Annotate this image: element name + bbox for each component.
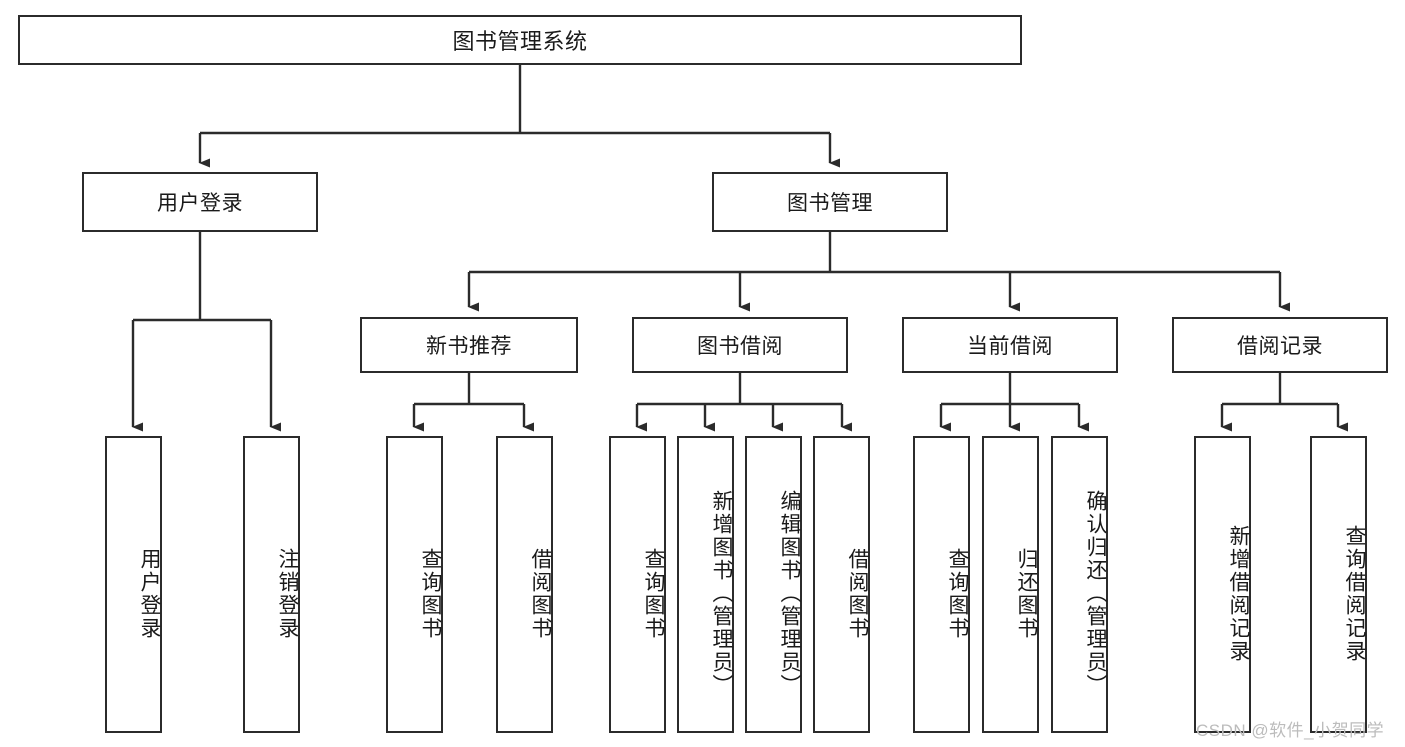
leaf-current-return-book[interactable]: 归还图书	[982, 436, 1039, 733]
leaf-label: 新增借阅记录	[1227, 524, 1250, 663]
leaf-label: 借阅图书	[846, 547, 869, 640]
node-new-book-recommend[interactable]: 新书推荐	[360, 317, 578, 373]
leaf-new-book-borrow[interactable]: 借阅图书	[496, 436, 553, 733]
leaf-label: 查询图书	[642, 547, 665, 640]
leaf-current-confirm-return[interactable]: 确认归还（管理员）	[1051, 436, 1108, 733]
leaf-new-book-query[interactable]: 查询图书	[386, 436, 443, 733]
leaf-label: 归还图书	[1015, 547, 1038, 640]
leaf-label: 注销登录	[276, 547, 299, 640]
leaf-label: 查询借阅记录	[1343, 524, 1366, 663]
leaf-record-query[interactable]: 查询借阅记录	[1310, 436, 1367, 733]
node-root[interactable]: 图书管理系统	[18, 15, 1022, 65]
leaf-borrow-add-book[interactable]: 新增图书（管理员）	[677, 436, 734, 733]
node-book-management[interactable]: 图书管理	[712, 172, 948, 232]
leaf-borrow-query-book[interactable]: 查询图书	[609, 436, 666, 733]
leaf-current-query-book[interactable]: 查询图书	[913, 436, 970, 733]
node-current-borrow[interactable]: 当前借阅	[902, 317, 1118, 373]
leaf-user-login-signin[interactable]: 用户登录	[105, 436, 162, 733]
leaf-label: 确认归还（管理员）	[1084, 490, 1107, 697]
node-user-login[interactable]: 用户登录	[82, 172, 318, 232]
leaf-label: 查询图书	[419, 547, 442, 640]
leaf-user-login-signout[interactable]: 注销登录	[243, 436, 300, 733]
leaf-borrow-lend-book[interactable]: 借阅图书	[813, 436, 870, 733]
leaf-label: 用户登录	[138, 547, 161, 640]
leaf-label: 借阅图书	[529, 547, 552, 640]
leaf-label: 编辑图书（管理员）	[778, 490, 801, 697]
leaf-label: 新增图书（管理员）	[710, 490, 733, 697]
node-borrow-record[interactable]: 借阅记录	[1172, 317, 1388, 373]
node-book-borrow[interactable]: 图书借阅	[632, 317, 848, 373]
leaf-record-add[interactable]: 新增借阅记录	[1194, 436, 1251, 733]
leaf-borrow-edit-book[interactable]: 编辑图书（管理员）	[745, 436, 802, 733]
leaf-label: 查询图书	[946, 547, 969, 640]
